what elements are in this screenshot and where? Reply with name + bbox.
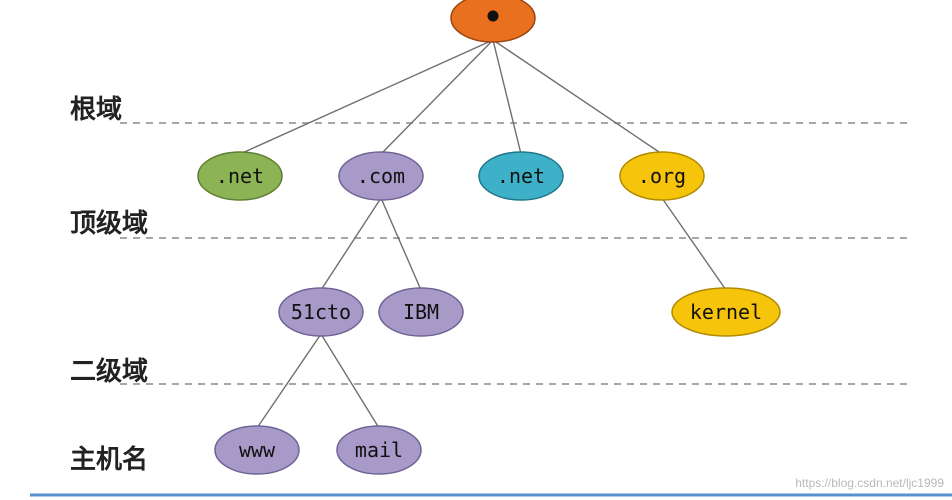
level-label-host: 主机名 — [70, 444, 148, 475]
node-net-blue: .net — [478, 151, 564, 201]
node-mail-shape — [336, 425, 422, 475]
node-www-shape — [214, 425, 300, 475]
node-org-shape — [619, 151, 705, 201]
node-51cto: 51cto — [278, 287, 364, 337]
edge-com-51cto — [320, 197, 382, 291]
edge-root-net2 — [492, 39, 522, 155]
node-51cto-shape — [278, 287, 364, 337]
tree-edges — [239, 39, 727, 429]
node-com: .com — [338, 151, 424, 201]
node-www: www — [214, 425, 300, 475]
node-org-label: .org — [638, 164, 686, 188]
node-mail: mail — [336, 425, 422, 475]
node-ibm: IBM — [378, 287, 464, 337]
node-kernel-shape — [671, 287, 781, 337]
level-label-sld: 二级域 — [70, 356, 148, 387]
node-com-shape — [338, 151, 424, 201]
edge-root-org — [492, 39, 663, 155]
node-ibm-shape — [378, 287, 464, 337]
watermark-text: https://blog.csdn.net/ljc1999 — [795, 476, 944, 490]
node-net-green: .net — [197, 151, 283, 201]
node-ibm-label: IBM — [403, 300, 439, 324]
node-net1-shape — [197, 151, 283, 201]
node-com-label: .com — [357, 164, 405, 188]
edge-51cto-mail — [320, 333, 380, 429]
edge-com-ibm — [380, 197, 422, 291]
node-net2-label: .net — [497, 164, 545, 188]
node-mail-label: mail — [355, 438, 403, 462]
edge-root-com — [380, 39, 494, 155]
node-www-label: www — [239, 438, 276, 462]
node-51cto-label: 51cto — [291, 300, 351, 324]
level-label-tld: 顶级域 — [70, 208, 148, 239]
node-root — [450, 0, 536, 43]
edge-51cto-www — [256, 333, 322, 429]
root-dot — [487, 10, 499, 22]
node-org: .org — [619, 151, 705, 201]
level-separators — [120, 122, 910, 385]
level-labels: 根域 顶级域 二级域 主机名 — [70, 95, 148, 475]
edge-root-net1 — [239, 39, 494, 155]
level-label-root: 根域 — [70, 95, 122, 125]
edge-org-kernel — [661, 197, 727, 291]
node-kernel: kernel — [671, 287, 781, 337]
node-net1-label: .net — [216, 164, 264, 188]
node-net2-shape — [478, 151, 564, 201]
node-kernel-label: kernel — [690, 300, 762, 324]
